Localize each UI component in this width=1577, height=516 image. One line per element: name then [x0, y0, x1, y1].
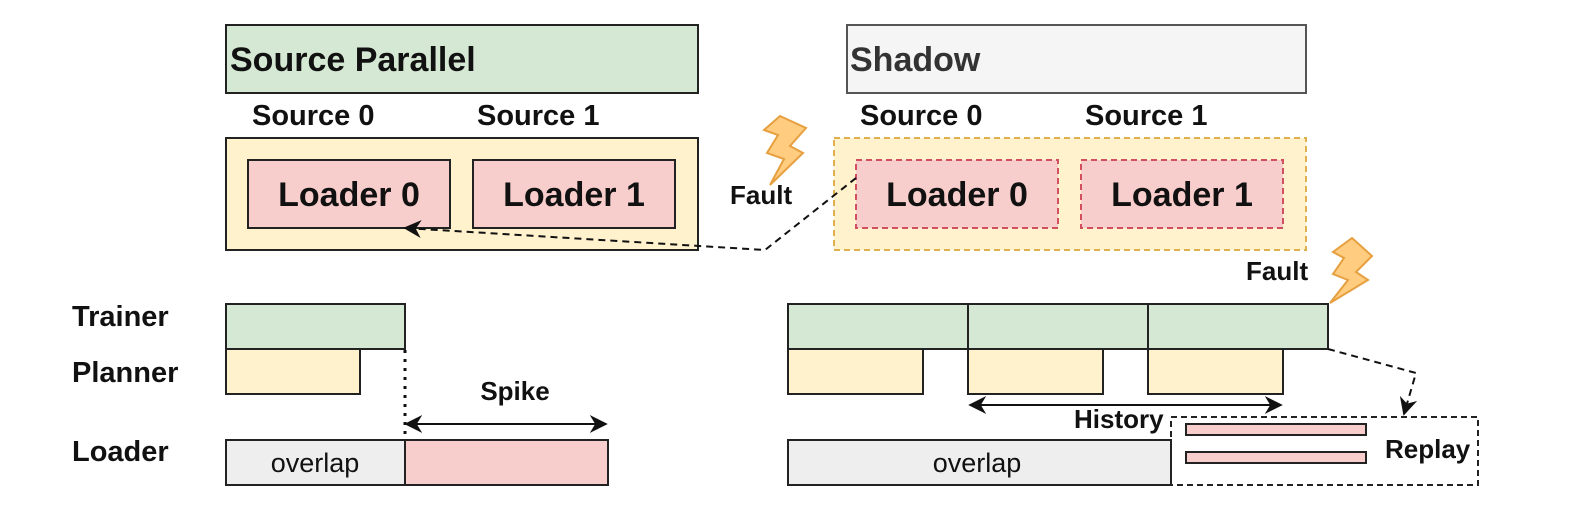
row-label-loader: Loader [72, 436, 169, 468]
left-overlap-block [225, 439, 406, 486]
right-planner-block-3 [1147, 348, 1284, 395]
row-label-trainer: Trainer [72, 301, 169, 333]
replay-arrow [1327, 348, 1418, 416]
left-planner-block [225, 348, 361, 395]
replay-bar-1 [1185, 423, 1367, 436]
shadow-source-1-label: Source 1 [1085, 100, 1208, 132]
source-parallel-title: Source Parallel [230, 41, 476, 79]
source-parallel-loader-0-label: Loader 0 [278, 176, 420, 214]
shadow-loader-1-box [1080, 159, 1284, 229]
source-parallel-source-1-label: Source 1 [477, 100, 600, 132]
shadow-loader-0-label: Loader 0 [886, 176, 1028, 214]
right-planner-block-1 [787, 348, 924, 395]
left-trainer-block [225, 303, 406, 350]
restore-arrow [403, 177, 857, 252]
replay-label: Replay [1385, 434, 1471, 464]
fault-top-label: Fault [730, 180, 792, 210]
shadow-loader-1-label: Loader 1 [1111, 176, 1253, 214]
spike-label: Spike [480, 376, 549, 406]
fault-bottom: Fault [1246, 236, 1374, 304]
shadow-source-0-label: Source 0 [860, 100, 983, 132]
source-parallel-source-0-label: Source 0 [252, 100, 375, 132]
shadow-loader-0-box [855, 159, 1059, 229]
left-spike-block [404, 439, 609, 486]
row-label-planner: Planner [72, 357, 178, 389]
right-trainer-block-1 [787, 303, 969, 350]
timeline-left: Spike overlap [225, 303, 609, 486]
source-parallel-header [225, 24, 699, 94]
history-label: History [1074, 404, 1164, 434]
source-parallel-group: Source Parallel Source 0 Source 1 Loader… [225, 24, 699, 251]
source-parallel-loader-0-box [247, 159, 451, 229]
timeline-right: History overlap Replay [787, 303, 1479, 486]
shadow-group: Shadow Source 0 Source 1 Loader 0 Loader… [833, 24, 1307, 251]
source-parallel-loader-1-box [472, 159, 676, 229]
left-overlap-label: overlap [271, 448, 360, 478]
right-trainer-block-2 [967, 303, 1149, 350]
shadow-header [846, 24, 1307, 94]
fault-bottom-label: Fault [1246, 256, 1308, 286]
replay-bar-2 [1185, 451, 1367, 464]
right-overlap-label: overlap [933, 448, 1022, 478]
source-parallel-loader-1-label: Loader 1 [503, 176, 645, 214]
replay-container [1170, 416, 1479, 486]
shadow-title: Shadow [850, 41, 981, 79]
lightning-icon [1329, 236, 1374, 304]
right-planner-block-2 [967, 348, 1104, 395]
fault-top: Fault [730, 114, 808, 210]
right-trainer-block-3 [1147, 303, 1329, 350]
right-overlap-block [787, 439, 1172, 486]
lightning-icon [762, 114, 808, 186]
